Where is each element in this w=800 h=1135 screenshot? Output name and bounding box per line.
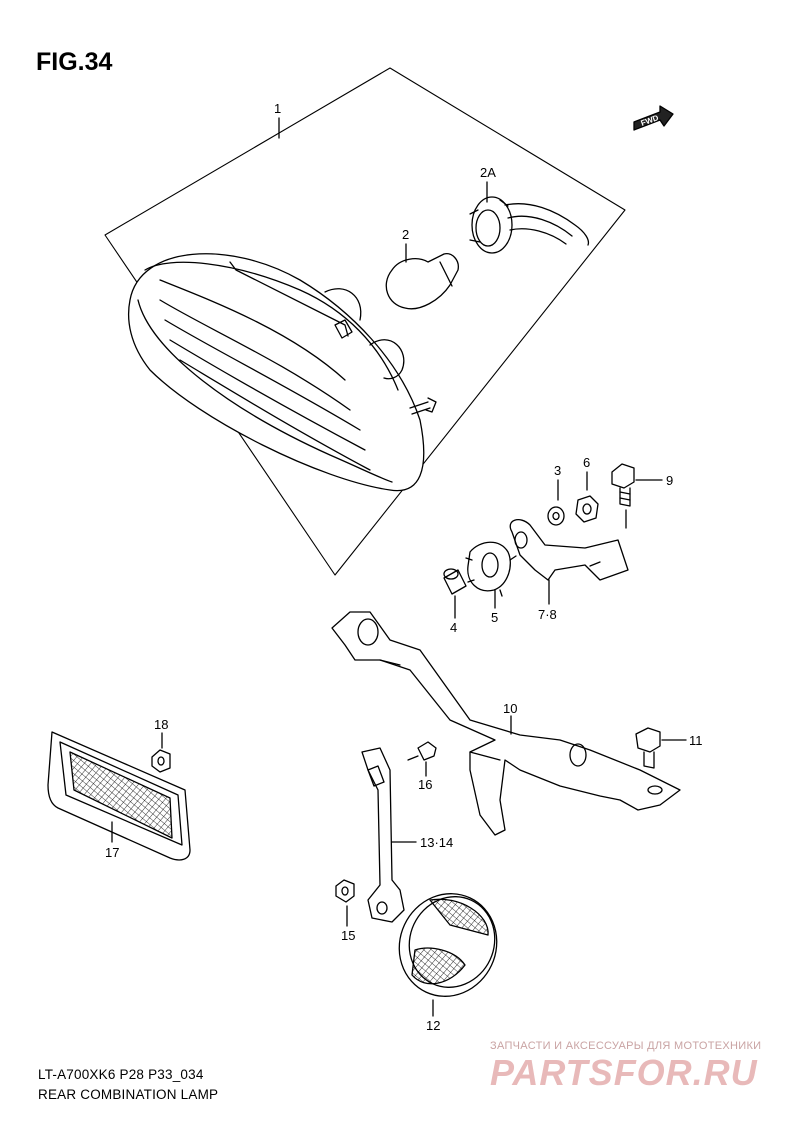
fwd-arrow-icon	[633, 105, 674, 131]
callout-16: 16	[418, 777, 432, 792]
fwd-label: FWD	[640, 113, 660, 128]
model-code: LT-A700XK6 P28 P33_034	[38, 1067, 204, 1082]
collar-4	[443, 568, 467, 619]
callout-2a: 2A	[480, 165, 496, 180]
lamp-housing	[127, 253, 437, 492]
bracket-10	[331, 611, 681, 836]
callout-5: 5	[491, 610, 498, 625]
grommet-5	[465, 541, 517, 609]
bulb-socket	[469, 181, 590, 254]
bracket-7-8	[509, 519, 629, 605]
bracket-13-14	[361, 747, 417, 923]
callout-18: 18	[154, 717, 168, 732]
washer-3	[547, 479, 565, 526]
callout-2: 2	[402, 227, 409, 242]
reflector-17	[47, 731, 191, 861]
callout-6: 6	[583, 455, 590, 470]
diagram-caption: REAR COMBINATION LAMP	[38, 1087, 219, 1102]
callout-3: 3	[554, 463, 561, 478]
callout-15: 15	[341, 928, 355, 943]
callout-9: 9	[666, 473, 673, 488]
callout-13-14: 13·14	[420, 835, 453, 850]
callout-7-8: 7·8	[538, 607, 557, 622]
bulb	[385, 243, 459, 310]
nut-18	[151, 732, 171, 773]
callout-12: 12	[426, 1018, 440, 1033]
callout-4: 4	[450, 620, 457, 635]
callout-10: 10	[503, 701, 517, 716]
callout-1: 1	[274, 101, 281, 116]
watermark-tagline: ЗАПЧАСТИ И АКСЕССУАРЫ ДЛЯ МОТОТЕХНИКИ	[490, 1040, 762, 1052]
callout-17: 17	[105, 845, 119, 860]
bolt-9	[611, 463, 663, 529]
figure-title: FIG.34	[36, 48, 113, 76]
nut-6	[575, 471, 599, 523]
watermark-brand: PARTSFOR.RU	[490, 1052, 758, 1093]
screw-16	[407, 741, 437, 777]
assembly-frame	[104, 67, 626, 576]
nut-15	[335, 879, 355, 927]
callout-11: 11	[689, 733, 703, 748]
reflector-12	[398, 893, 498, 1017]
bolt-11	[635, 727, 687, 769]
